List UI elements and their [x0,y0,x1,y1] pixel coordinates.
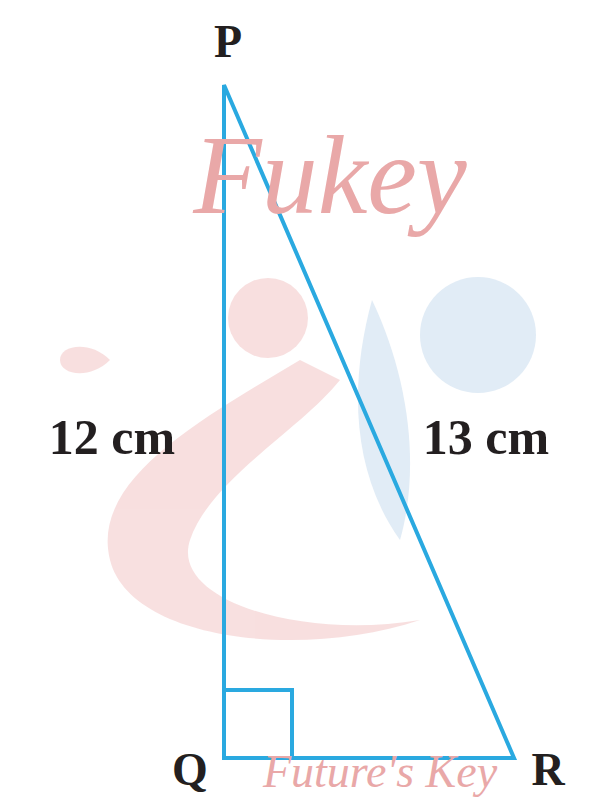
logo-bow [60,347,110,373]
logo-head [228,278,308,358]
right-angle-mark [224,690,292,758]
logo-swirl [108,360,420,640]
vertex-label: Q [172,747,208,793]
dimension-label: 13 cm [423,412,549,462]
watermark: Fukey [193,119,467,231]
dimension-label: 12 cm [49,412,175,462]
watermark: Future's Key [263,749,497,795]
vertex-label: P [214,19,242,65]
logo-circle [420,277,536,393]
logo-figure [358,300,410,540]
vertex-label: R [531,747,564,793]
